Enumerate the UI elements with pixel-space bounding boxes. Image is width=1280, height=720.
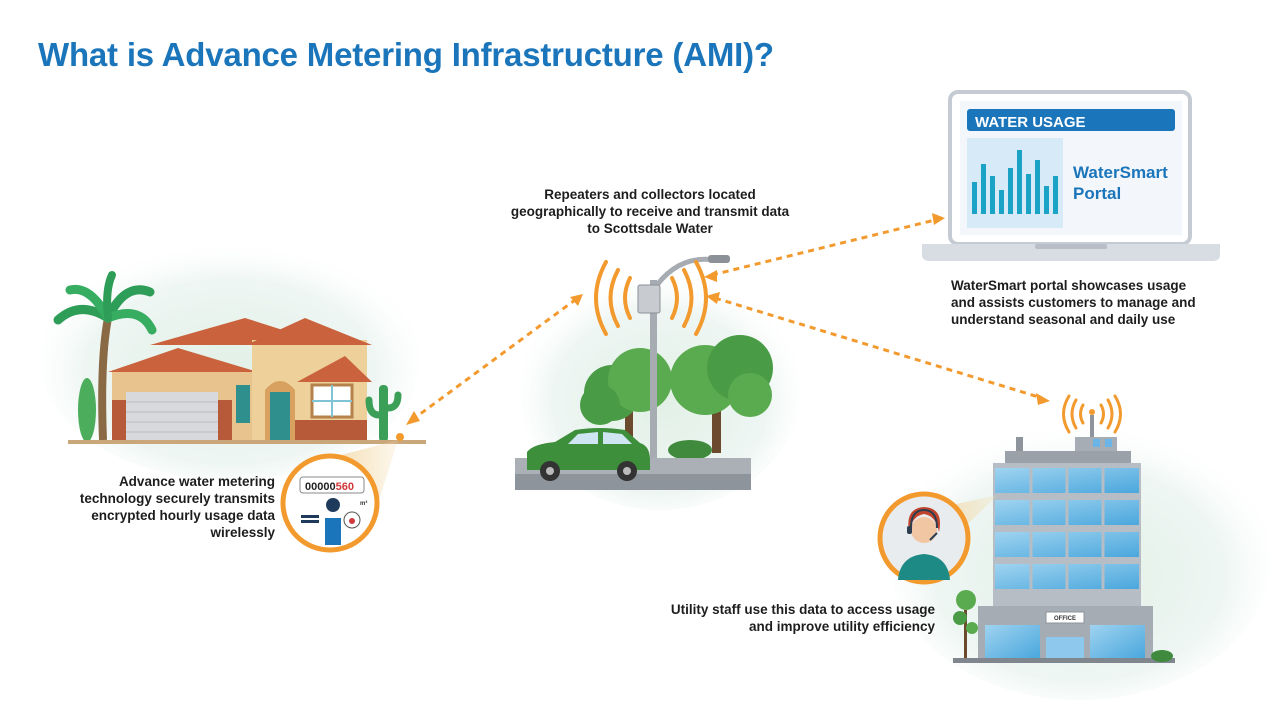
cactus-icon [365,385,402,442]
wireless-signal-icon [594,260,708,336]
arrow-repeater-to-office [714,296,1043,400]
meter-reading: 00000560 [305,481,354,493]
wireless-signal-icon [1062,394,1122,434]
arrow-meter-to-repeater [411,298,576,422]
caption-repeaters: Repeaters and collectors located geograp… [510,187,790,236]
call-center-agent-icon [877,491,971,585]
street-light-repeater-icon [515,255,800,510]
portal-name-line1: WaterSmart [1073,163,1168,182]
usage-bars [972,150,1058,214]
palm-tree-icon [53,271,157,441]
laptop-icon: WATER USAGE WaterSmart Portal [922,90,1220,261]
house-icon [40,240,426,480]
caption-portal: WaterSmart portal showcases usage and as… [951,278,1196,327]
car-icon [527,428,650,481]
caption-staff: Utility staff use this data to access us… [670,602,935,634]
portal-name-line2: Portal [1073,184,1121,203]
meter-unit: m³ [360,500,367,507]
water-meter-icon: 00000560 m³ [280,453,380,553]
arrow-repeater-to-portal [711,218,936,277]
caption-meter: Advance water metering technology secure… [79,474,275,540]
data-flow-arrows [411,218,1043,422]
arrow-heads [406,213,1050,425]
office-building-icon: OFFICE [890,394,1270,700]
office-sign: OFFICE [1054,616,1076,622]
page-title: What is Advance Metering Infrastructure … [38,36,774,73]
water-usage-header: WATER USAGE [975,114,1086,131]
